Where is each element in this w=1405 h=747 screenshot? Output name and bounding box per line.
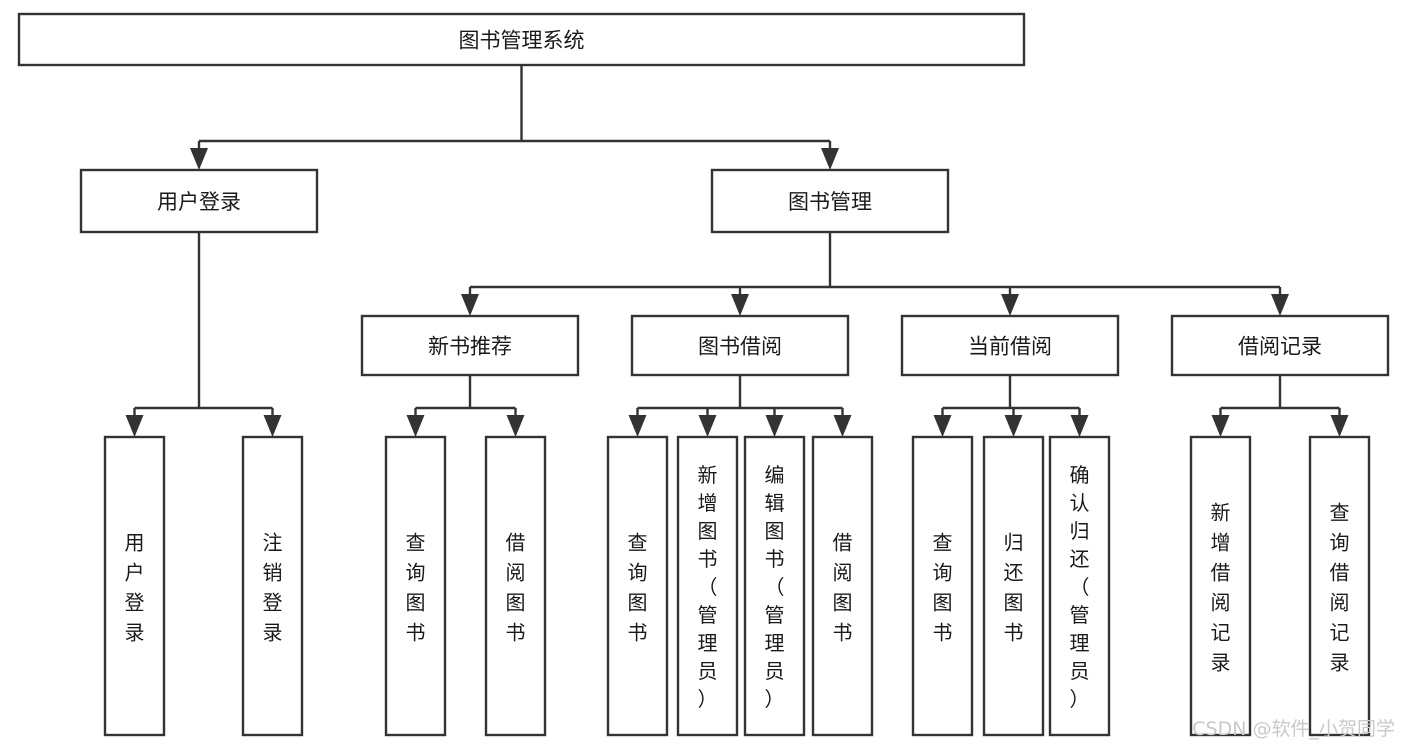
watermark-layer: CSDN @软件_小贺同学 xyxy=(1192,718,1395,740)
node-box[interactable] xyxy=(811,435,874,737)
node-current-borrow[interactable]: 当前借阅 xyxy=(900,314,1120,377)
node-book-borrow[interactable]: 图书借阅 xyxy=(630,314,850,377)
node-leaf-query-book-current[interactable]: 查询图书 xyxy=(911,435,974,737)
node-box[interactable] xyxy=(630,314,850,377)
node-box[interactable] xyxy=(103,435,166,737)
arrow-head-icon xyxy=(461,294,479,316)
node-box[interactable] xyxy=(676,435,739,737)
node-box[interactable] xyxy=(1189,435,1252,737)
node-box[interactable] xyxy=(1170,314,1390,377)
arrow-head-icon xyxy=(833,415,852,437)
arrow-head-icon xyxy=(506,415,525,437)
node-label: 确认归还（管理员） xyxy=(1070,463,1090,711)
node-box[interactable] xyxy=(982,435,1045,737)
node-label: 归还图书 xyxy=(1004,530,1024,644)
node-label: 当前借阅 xyxy=(968,335,1052,359)
arrow-head-icon xyxy=(731,294,749,316)
arrow-head-icon xyxy=(190,148,208,170)
watermark: CSDN @软件_小贺同学 xyxy=(1192,718,1395,740)
node-label: 查询图书 xyxy=(628,530,648,644)
arrow-head-icon xyxy=(1211,415,1230,437)
node-label: 查询图书 xyxy=(933,530,953,644)
arrow-head-icon xyxy=(1330,415,1349,437)
arrow-head-icon xyxy=(765,415,784,437)
node-leaf-query-borrow-record[interactable]: 查询借阅记录 xyxy=(1308,435,1371,737)
arrow-head-icon xyxy=(698,415,717,437)
node-box[interactable] xyxy=(710,168,950,234)
node-box[interactable] xyxy=(484,435,547,737)
node-leaf-query-book-borrow[interactable]: 查询图书 xyxy=(606,435,669,737)
node-leaf-return-book[interactable]: 归还图书 xyxy=(982,435,1045,737)
arrow-head-icon xyxy=(628,415,647,437)
node-label: 查询图书 xyxy=(406,530,426,644)
node-user-login[interactable]: 用户登录 xyxy=(79,168,319,234)
node-root-图书管理系统[interactable]: 图书管理系统 xyxy=(17,12,1026,67)
arrow-head-icon xyxy=(1271,294,1289,316)
node-label: 编辑图书（管理员） xyxy=(765,463,785,711)
node-leaf-add-book-admin[interactable]: 新增图书（管理员） xyxy=(676,435,739,737)
arrow-head-icon xyxy=(933,415,952,437)
node-label: 借阅记录 xyxy=(1238,335,1322,359)
node-label: 新增图书（管理员） xyxy=(698,463,718,711)
node-label: 借阅图书 xyxy=(506,530,526,644)
node-box[interactable] xyxy=(911,435,974,737)
node-layer: 图书管理系统用户登录图书管理新书推荐图书借阅当前借阅借阅记录用户登录注销登录查询… xyxy=(17,12,1390,737)
node-box[interactable] xyxy=(743,435,806,737)
node-label: 图书管理 xyxy=(788,190,872,214)
arrow-head-icon xyxy=(263,415,282,437)
node-box[interactable] xyxy=(1048,435,1111,737)
node-box[interactable] xyxy=(241,435,304,737)
node-box[interactable] xyxy=(17,12,1026,67)
node-leaf-add-borrow-record[interactable]: 新增借阅记录 xyxy=(1189,435,1252,737)
node-new-book-recommend[interactable]: 新书推荐 xyxy=(360,314,580,377)
arrow-head-icon xyxy=(1004,415,1023,437)
node-box[interactable] xyxy=(900,314,1120,377)
node-box[interactable] xyxy=(384,435,447,737)
node-borrow-record[interactable]: 借阅记录 xyxy=(1170,314,1390,377)
arrow-head-icon xyxy=(1001,294,1019,316)
arrow-head-icon xyxy=(125,415,144,437)
node-leaf-borrow-book-recommend[interactable]: 借阅图书 xyxy=(484,435,547,737)
node-box[interactable] xyxy=(606,435,669,737)
node-label: 用户登录 xyxy=(157,190,241,214)
node-label: 新书推荐 xyxy=(428,335,512,359)
arrow-head-icon xyxy=(821,148,839,170)
node-leaf-user-login[interactable]: 用户登录 xyxy=(103,435,166,737)
node-box[interactable] xyxy=(79,168,319,234)
node-box[interactable] xyxy=(360,314,580,377)
arrow-head-icon xyxy=(1070,415,1089,437)
node-label: 图书管理系统 xyxy=(459,29,585,53)
node-label: 借阅图书 xyxy=(833,530,853,644)
node-leaf-logout-login[interactable]: 注销登录 xyxy=(241,435,304,737)
node-box[interactable] xyxy=(1308,435,1371,737)
node-label: 注销登录 xyxy=(263,530,283,644)
node-book-manage[interactable]: 图书管理 xyxy=(710,168,950,234)
node-leaf-query-book-recommend[interactable]: 查询图书 xyxy=(384,435,447,737)
node-label: 查询借阅记录 xyxy=(1330,500,1350,674)
node-label: 用户登录 xyxy=(125,530,145,644)
node-leaf-edit-book-admin[interactable]: 编辑图书（管理员） xyxy=(743,435,806,737)
node-label: 新增借阅记录 xyxy=(1211,500,1231,674)
node-label: 图书借阅 xyxy=(698,335,782,359)
node-leaf-confirm-return-admin[interactable]: 确认归还（管理员） xyxy=(1048,435,1111,737)
arrow-head-icon xyxy=(406,415,425,437)
node-leaf-borrow-book[interactable]: 借阅图书 xyxy=(811,435,874,737)
connector-layer xyxy=(125,65,1349,437)
